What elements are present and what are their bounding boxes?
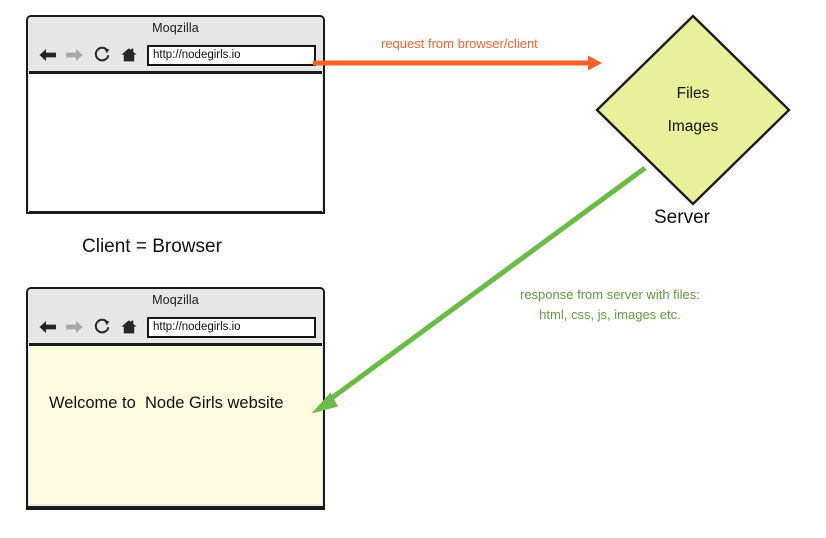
server-node[interactable]: Files Images: [594, 13, 792, 207]
browser-titlebar: Moqzilla: [28, 17, 323, 39]
navigation-icons: [38, 318, 138, 337]
navigation-icons: [38, 46, 138, 65]
browser-toolbar: http://nodegirls.io: [28, 39, 323, 71]
home-icon[interactable]: [119, 318, 138, 337]
reload-icon[interactable]: [92, 46, 111, 65]
page-heading: Welcome to Node Girls website: [49, 394, 284, 412]
request-arrow-label: request from browser/client: [381, 36, 538, 51]
response-arrow-label: response from server with files: html, c…: [520, 285, 700, 325]
browser-toolbar: http://nodegirls.io: [28, 311, 323, 343]
browser-title: Moqzilla: [152, 21, 199, 35]
url-text: http://nodegirls.io: [153, 49, 241, 61]
browser-window-response[interactable]: Moqzilla: [26, 287, 325, 510]
reload-icon[interactable]: [92, 318, 111, 337]
url-bar[interactable]: http://nodegirls.io: [147, 44, 316, 66]
back-arrow-icon[interactable]: [38, 46, 57, 65]
browser-viewport[interactable]: Welcome to Node Girls website: [29, 343, 322, 504]
url-text: http://nodegirls.io: [153, 321, 241, 333]
response-label-line2: html, css, js, images etc.: [539, 307, 681, 322]
response-label-line1: response from server with files:: [520, 287, 700, 302]
home-icon[interactable]: [119, 46, 138, 65]
server-diamond-icon: [595, 14, 791, 206]
caption-server: Server: [654, 207, 710, 228]
forward-arrow-icon[interactable]: [65, 46, 84, 65]
url-bar[interactable]: http://nodegirls.io: [147, 316, 316, 338]
browser-window-request[interactable]: Moqzilla: [26, 15, 325, 214]
browser-viewport[interactable]: [29, 71, 322, 213]
request-arrow: [313, 55, 602, 71]
back-arrow-icon[interactable]: [38, 318, 57, 337]
forward-arrow-icon[interactable]: [65, 318, 84, 337]
browser-title: Moqzilla: [152, 293, 199, 307]
browser-titlebar: Moqzilla: [28, 289, 323, 311]
caption-client: Client = Browser: [82, 236, 222, 257]
